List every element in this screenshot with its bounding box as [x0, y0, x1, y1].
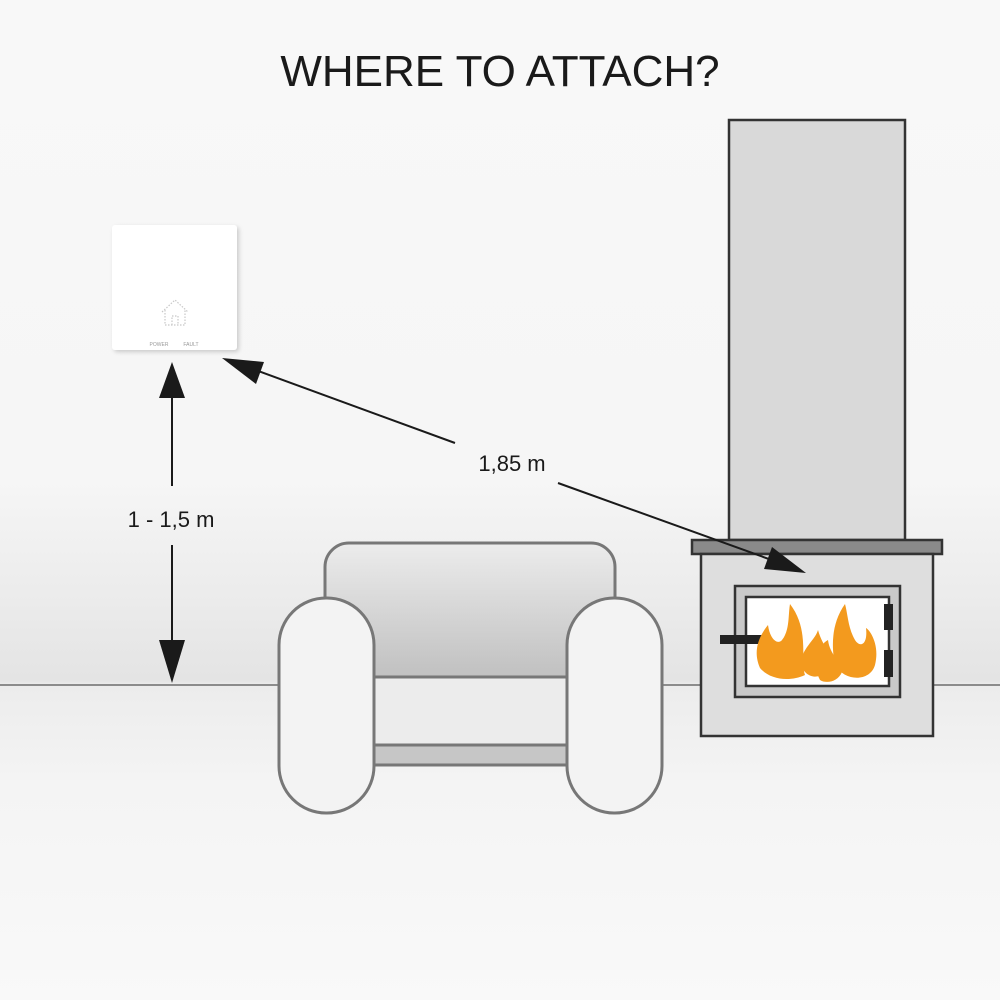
- distance-arrow: [222, 358, 806, 573]
- co-detector: POWER FAULT: [112, 225, 237, 350]
- armchair: [277, 541, 664, 815]
- height-arrow: [159, 362, 185, 683]
- armchair-seat: [358, 675, 582, 747]
- armchair-base: [358, 743, 582, 767]
- house-icon: [161, 299, 189, 326]
- chimney: [727, 118, 907, 542]
- page-title: WHERE TO ATTACH?: [280, 47, 719, 96]
- fault-label: FAULT: [183, 342, 198, 348]
- mantel: [690, 538, 944, 556]
- distance-label: 1,85 m: [478, 451, 545, 476]
- power-label: POWER: [150, 342, 169, 348]
- hinge-bottom: [884, 650, 893, 677]
- height-label: 1 - 1,5 m: [128, 507, 215, 532]
- flame-icon: [756, 604, 877, 682]
- armchair-left-arm: [277, 596, 376, 815]
- armchair-right-arm: [565, 596, 664, 815]
- door-handle: [720, 635, 768, 644]
- hinge-top: [884, 604, 893, 630]
